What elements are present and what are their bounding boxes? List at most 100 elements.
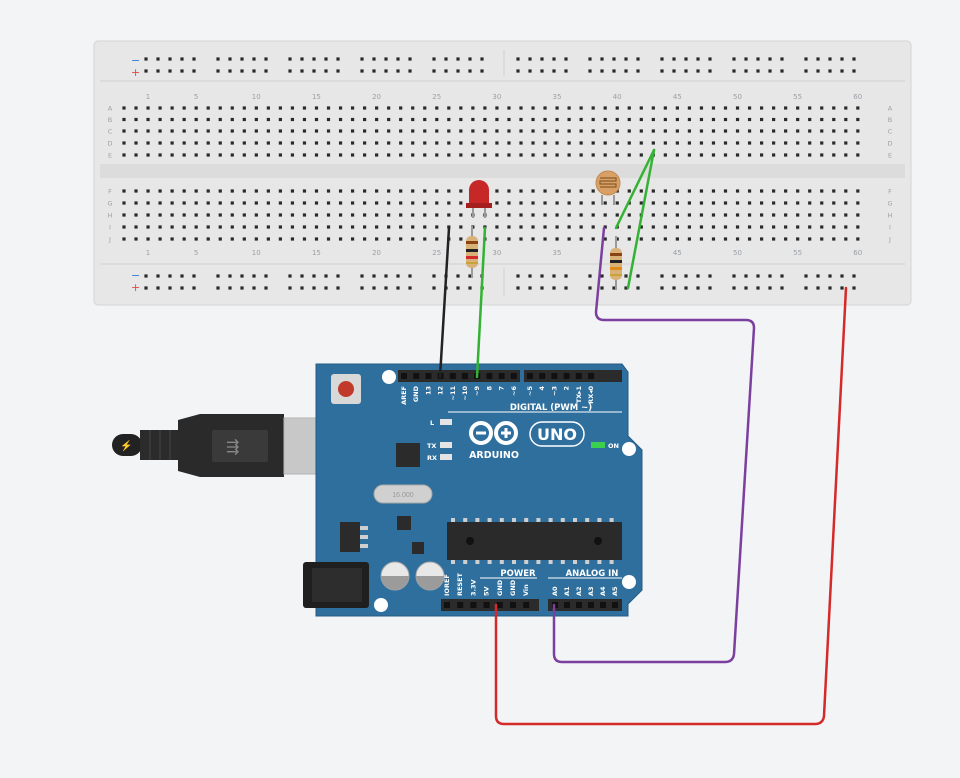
breadboard-hole xyxy=(387,225,391,229)
chip-pin xyxy=(451,560,455,564)
rail-hole xyxy=(588,69,592,73)
breadboard-hole xyxy=(603,201,607,205)
analog-socket[interactable] xyxy=(564,602,570,608)
breadboard-hole xyxy=(519,141,523,145)
breadboard-hole xyxy=(772,129,776,133)
breadboard-hole xyxy=(579,129,583,133)
wire-green-ldr-a[interactable] xyxy=(614,148,656,230)
row-label: H xyxy=(888,212,893,220)
rail-hole xyxy=(480,57,484,61)
digital-socket[interactable] xyxy=(510,373,517,379)
breadboard-hole xyxy=(808,129,812,133)
breadboard-hole xyxy=(242,141,246,145)
breadboard-hole xyxy=(759,141,764,145)
breadboard-hole xyxy=(735,153,740,157)
power-socket[interactable] xyxy=(523,602,530,608)
resistor-ldr[interactable] xyxy=(610,236,622,290)
rail-hole xyxy=(744,69,748,73)
wire-green-pin11[interactable] xyxy=(475,226,487,379)
chip-pin xyxy=(499,560,504,564)
wire-black-gnd[interactable] xyxy=(438,226,451,379)
breadboard-hole xyxy=(808,225,812,229)
breadboard-hole xyxy=(471,117,475,122)
digital-socket[interactable] xyxy=(551,373,558,379)
breadboard-hole xyxy=(338,141,343,145)
analog-socket[interactable] xyxy=(612,602,618,608)
breadboard-holes xyxy=(122,57,860,290)
breadboard-hole xyxy=(254,213,258,217)
column-label: 15 xyxy=(312,93,321,101)
breadboard-hole xyxy=(495,129,499,133)
breadboard-hole xyxy=(447,189,451,193)
breadboard-hole xyxy=(832,189,836,193)
breadboard-hole xyxy=(302,117,307,122)
breadboard-hole xyxy=(699,201,704,205)
digital-socket[interactable] xyxy=(413,373,420,379)
breadboard-hole xyxy=(663,153,667,157)
rail-hole xyxy=(312,286,316,290)
chip-pin xyxy=(475,560,480,564)
rail-hole xyxy=(384,274,388,278)
resistor-band xyxy=(466,262,478,264)
digital-socket[interactable] xyxy=(486,373,493,379)
reset-button[interactable] xyxy=(338,381,354,397)
wire-red-5v[interactable] xyxy=(494,286,848,726)
digital-socket[interactable] xyxy=(425,373,432,379)
breadboard-hole xyxy=(242,129,246,133)
power-socket[interactable] xyxy=(510,602,516,608)
arduino-uno-board[interactable]: 16.000 ARDUINO UNO ON L TX xyxy=(303,363,643,617)
rail-hole xyxy=(336,274,340,278)
digital-socket[interactable] xyxy=(575,373,582,379)
breadboard-hole xyxy=(507,129,511,133)
analog-socket[interactable] xyxy=(588,602,594,608)
digital-socket[interactable] xyxy=(539,373,546,379)
breadboard-hole xyxy=(591,189,595,193)
row-label: I xyxy=(109,224,111,232)
breadboard-hole xyxy=(194,213,198,217)
digital-socket[interactable] xyxy=(462,373,468,379)
digital-socket[interactable] xyxy=(401,373,407,379)
breadboard-hole xyxy=(266,117,270,122)
breadboard-hole xyxy=(350,117,355,122)
resistor-led[interactable] xyxy=(466,226,478,278)
red-led[interactable] xyxy=(466,180,492,218)
wire-purple-a0[interactable] xyxy=(552,226,756,664)
breadboard-hole xyxy=(856,141,860,145)
analog-socket[interactable] xyxy=(576,602,582,608)
row-label: J xyxy=(108,236,111,244)
rail-hole xyxy=(552,274,556,278)
breadboard-hole xyxy=(687,213,692,217)
analog-socket[interactable] xyxy=(600,602,606,608)
power-socket[interactable] xyxy=(457,602,464,608)
power-socket[interactable] xyxy=(444,602,450,608)
breadboard-hole xyxy=(507,153,511,157)
rail-hole xyxy=(408,69,412,73)
breadboard-hole xyxy=(856,129,860,133)
breadboard-hole xyxy=(266,225,270,229)
chip-pin xyxy=(451,518,455,522)
breadboard-hole xyxy=(326,189,331,193)
digital-socket[interactable] xyxy=(449,373,456,379)
rail-hole xyxy=(168,274,172,278)
wire-green-ldr-b[interactable] xyxy=(626,148,656,290)
rail-hole xyxy=(600,69,604,73)
breadboard-hole xyxy=(591,106,595,110)
photoresistor[interactable] xyxy=(595,170,621,205)
power-socket[interactable] xyxy=(470,602,477,608)
breadboard-hole xyxy=(772,201,776,205)
digital-socket[interactable] xyxy=(498,373,505,379)
rail-hole xyxy=(840,69,844,73)
row-label: B xyxy=(888,116,892,124)
power-socket[interactable] xyxy=(483,602,490,608)
breadboard-hole xyxy=(266,201,270,205)
power-socket[interactable] xyxy=(496,602,503,608)
digital-socket[interactable] xyxy=(563,373,570,379)
led-rim xyxy=(466,203,492,208)
breadboard-hole xyxy=(759,117,764,122)
digital-socket[interactable] xyxy=(527,373,533,379)
digital-socket[interactable] xyxy=(588,373,594,379)
